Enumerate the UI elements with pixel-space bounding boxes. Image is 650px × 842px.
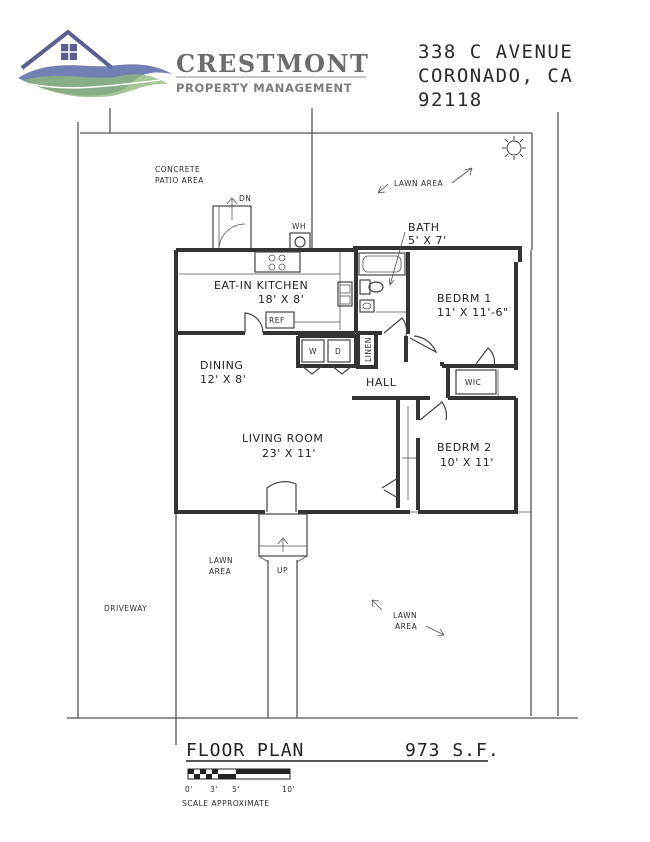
address-block: 338 C AVENUE CORONADO, CA 92118 <box>418 41 573 111</box>
lawn-left-label-line2: AREA <box>209 567 232 576</box>
wic-label: WIC <box>465 378 481 387</box>
scale-note: SCALE APPROXIMATE <box>182 799 269 808</box>
plan-title: FLOOR PLAN <box>186 740 304 761</box>
lawn-right-label-line1: LAWN <box>393 611 417 620</box>
bed2-name: BEDRM 2 <box>437 441 492 454</box>
bath-fixtures <box>358 252 406 313</box>
exterior-walls <box>174 246 522 514</box>
wh-label: WH <box>292 222 306 231</box>
scale-tick-5: 5' <box>232 785 240 794</box>
dining-name: DINING <box>200 359 244 372</box>
logo-name: CRESTMONT <box>176 49 369 78</box>
plan-area: 973 S.F. <box>405 740 500 761</box>
address-line2: CORONADO, CA <box>418 65 573 87</box>
logo-subtitle: PROPERTY MANAGEMENT <box>176 81 352 95</box>
living-dims: 23' X 11' <box>262 447 316 460</box>
lot-lines <box>67 108 578 745</box>
bath-name: BATH <box>408 221 440 234</box>
patio-label-line1: CONCRETE <box>155 165 200 174</box>
shrub-icon <box>502 136 526 160</box>
dryer-label: D <box>335 347 341 356</box>
linen-label: LINEN <box>364 337 373 362</box>
scale-tick-0: 0' <box>185 785 193 794</box>
scale-bar: 0' 3' 5' 10' SCALE APPROXIMATE <box>182 768 295 808</box>
door-swings <box>244 312 496 512</box>
scale-tick-3: 3' <box>210 785 218 794</box>
logo-roof-icon <box>20 29 114 70</box>
kitchen-name: EAT-IN KITCHEN <box>214 279 308 292</box>
ref-label: REF <box>269 316 285 325</box>
patio-steps: DN <box>212 194 252 251</box>
lawn-left-label-line1: LAWN <box>209 556 233 565</box>
lawn-top-label: LAWN AREA <box>394 179 444 188</box>
kitchen-dims: 18' X 8' <box>258 293 304 306</box>
lawn-right-label-line2: AREA <box>395 622 418 631</box>
patio-label-line2: PATIO AREA <box>155 176 204 185</box>
bed1-name: BEDRM 1 <box>437 292 492 305</box>
bed2-dims: 10' X 11' <box>440 456 494 469</box>
crestmont-logo: CRESTMONT PROPERTY MANAGEMENT <box>18 29 369 98</box>
address-line3: 92118 <box>418 89 483 111</box>
living-name: LIVING ROOM <box>242 432 323 445</box>
footer-block: FLOOR PLAN 973 S.F. 0' 3' 5' 10' SCALE A… <box>182 740 500 808</box>
kitchen-fixtures <box>179 251 353 330</box>
driveway-label: DRIVEWAY <box>104 604 147 613</box>
water-heater: WH <box>289 222 311 250</box>
front-steps: UP <box>258 513 308 575</box>
up-label: UP <box>277 566 288 575</box>
bed1-dims: 11' X 11'-6" <box>437 306 509 319</box>
address-line1: 338 C AVENUE <box>418 41 573 63</box>
washer-label: W <box>309 347 317 356</box>
bath-dims: 5' X 7' <box>408 234 447 247</box>
scale-tick-10: 10' <box>282 785 295 794</box>
logo-wave-green-icon <box>24 74 168 98</box>
hall-label: HALL <box>366 376 397 389</box>
dn-label: DN <box>239 194 251 203</box>
interior-walls <box>176 250 516 510</box>
dining-dims: 12' X 8' <box>200 373 246 386</box>
